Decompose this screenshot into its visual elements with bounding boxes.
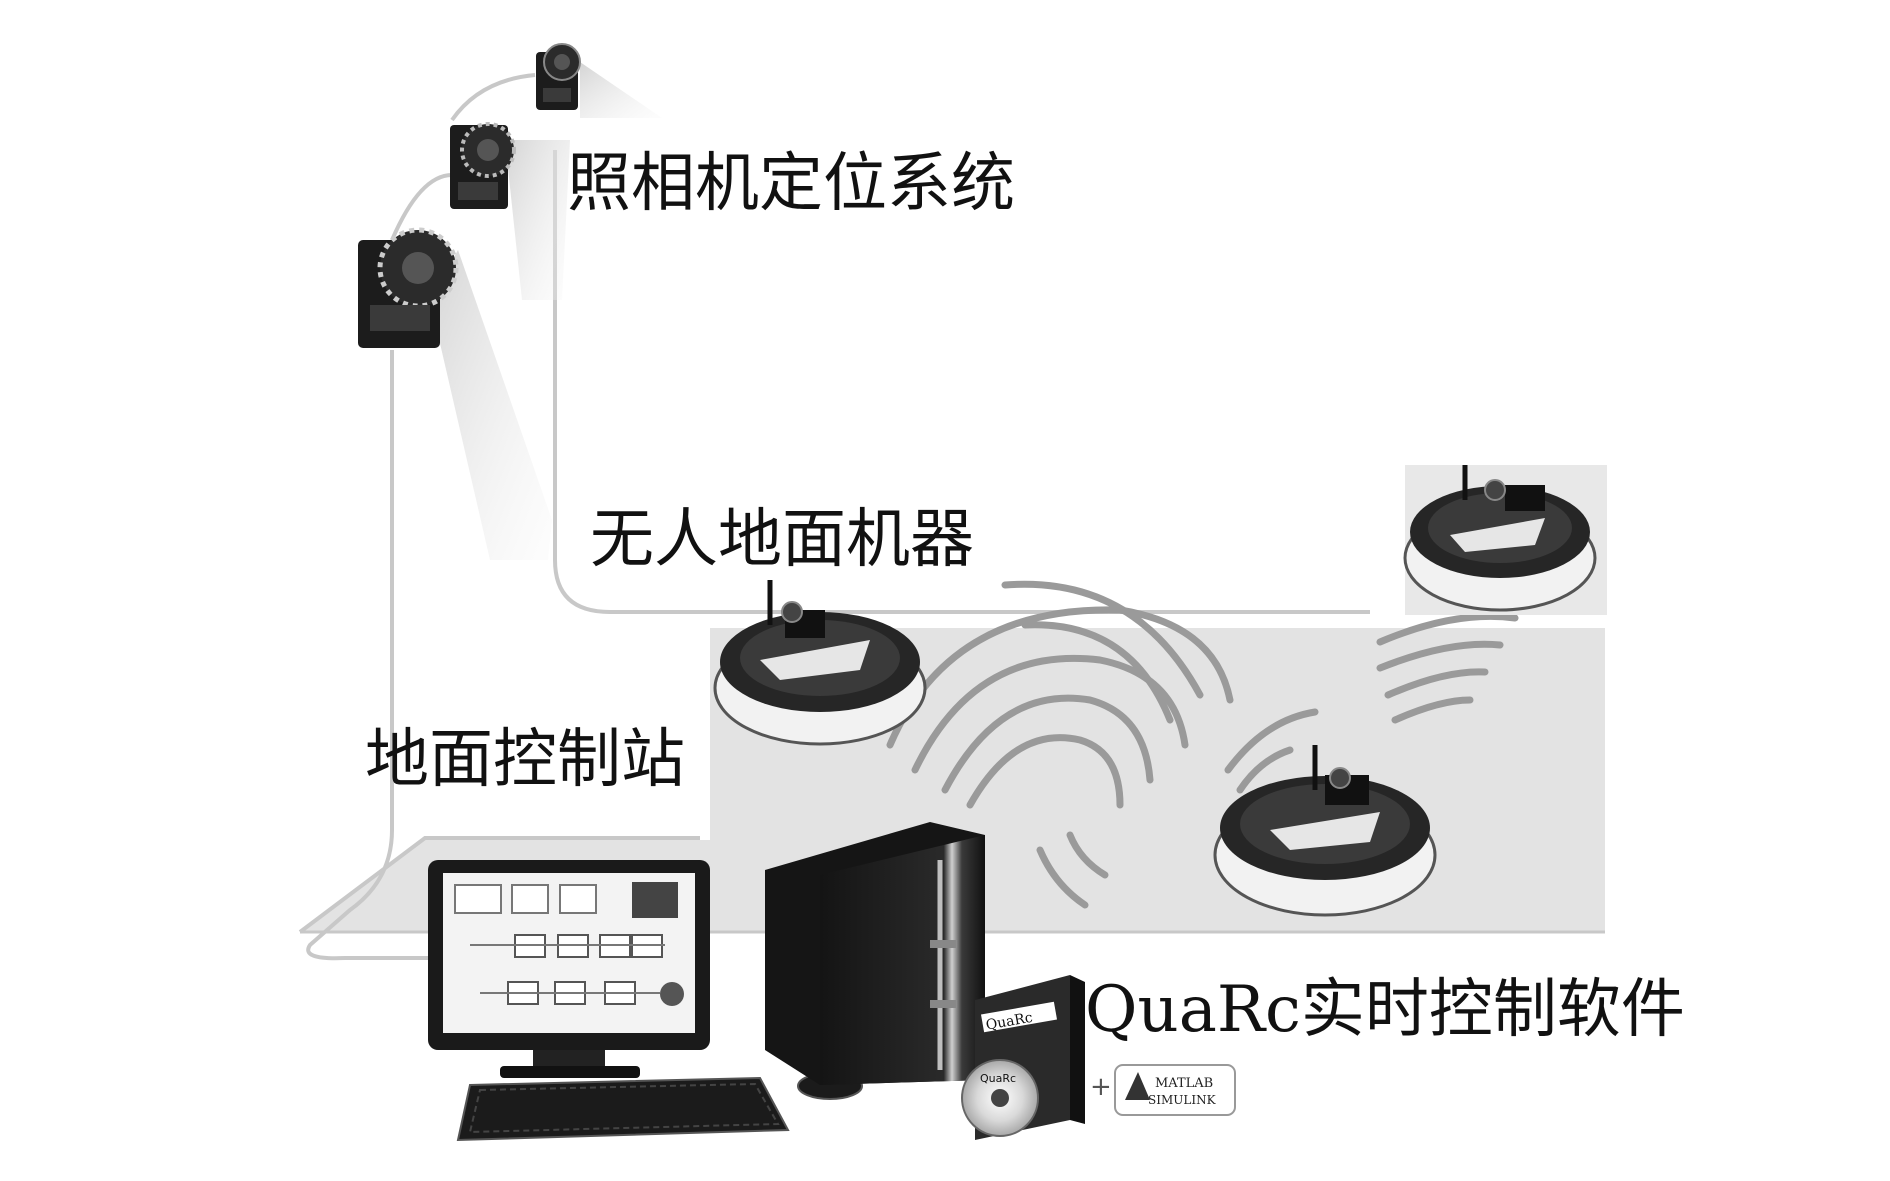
wireless-signal-icon — [886, 580, 1519, 909]
arena-back-edge — [553, 150, 1370, 614]
matlab-simulink-logo: MATLAB SIMULINK — [1114, 1064, 1236, 1116]
matlab-icon — [1125, 1072, 1150, 1100]
quarc-disc-text: QuaRc — [980, 1072, 1016, 1085]
camera-icon — [450, 122, 516, 209]
label-camera-system: 照相机定位系统 — [567, 147, 1015, 221]
robot-icon — [1403, 465, 1607, 615]
matlab-logo-line2: SIMULINK — [1148, 1093, 1217, 1107]
camera-cables — [306, 73, 536, 961]
keyboard-icon — [456, 1076, 790, 1142]
label-ground-robot: 无人地面机器 — [590, 503, 974, 577]
label-quarc-software: QuaRc实时控制软件 — [1085, 973, 1685, 1047]
disc-icon: QuaRc — [961, 1059, 1039, 1137]
camera-beams — [430, 62, 662, 560]
robot-icon — [1213, 745, 1437, 917]
camera-icon — [536, 43, 581, 110]
monitor-icon — [428, 860, 710, 1078]
camera-icon — [358, 227, 459, 348]
robot-icon — [713, 580, 927, 746]
matlab-logo-line1: MATLAB — [1155, 1076, 1213, 1091]
plus-sign: + — [1090, 1072, 1112, 1102]
computer-tower-icon — [765, 822, 985, 1085]
label-ground-station: 地面控制站 — [365, 723, 685, 797]
